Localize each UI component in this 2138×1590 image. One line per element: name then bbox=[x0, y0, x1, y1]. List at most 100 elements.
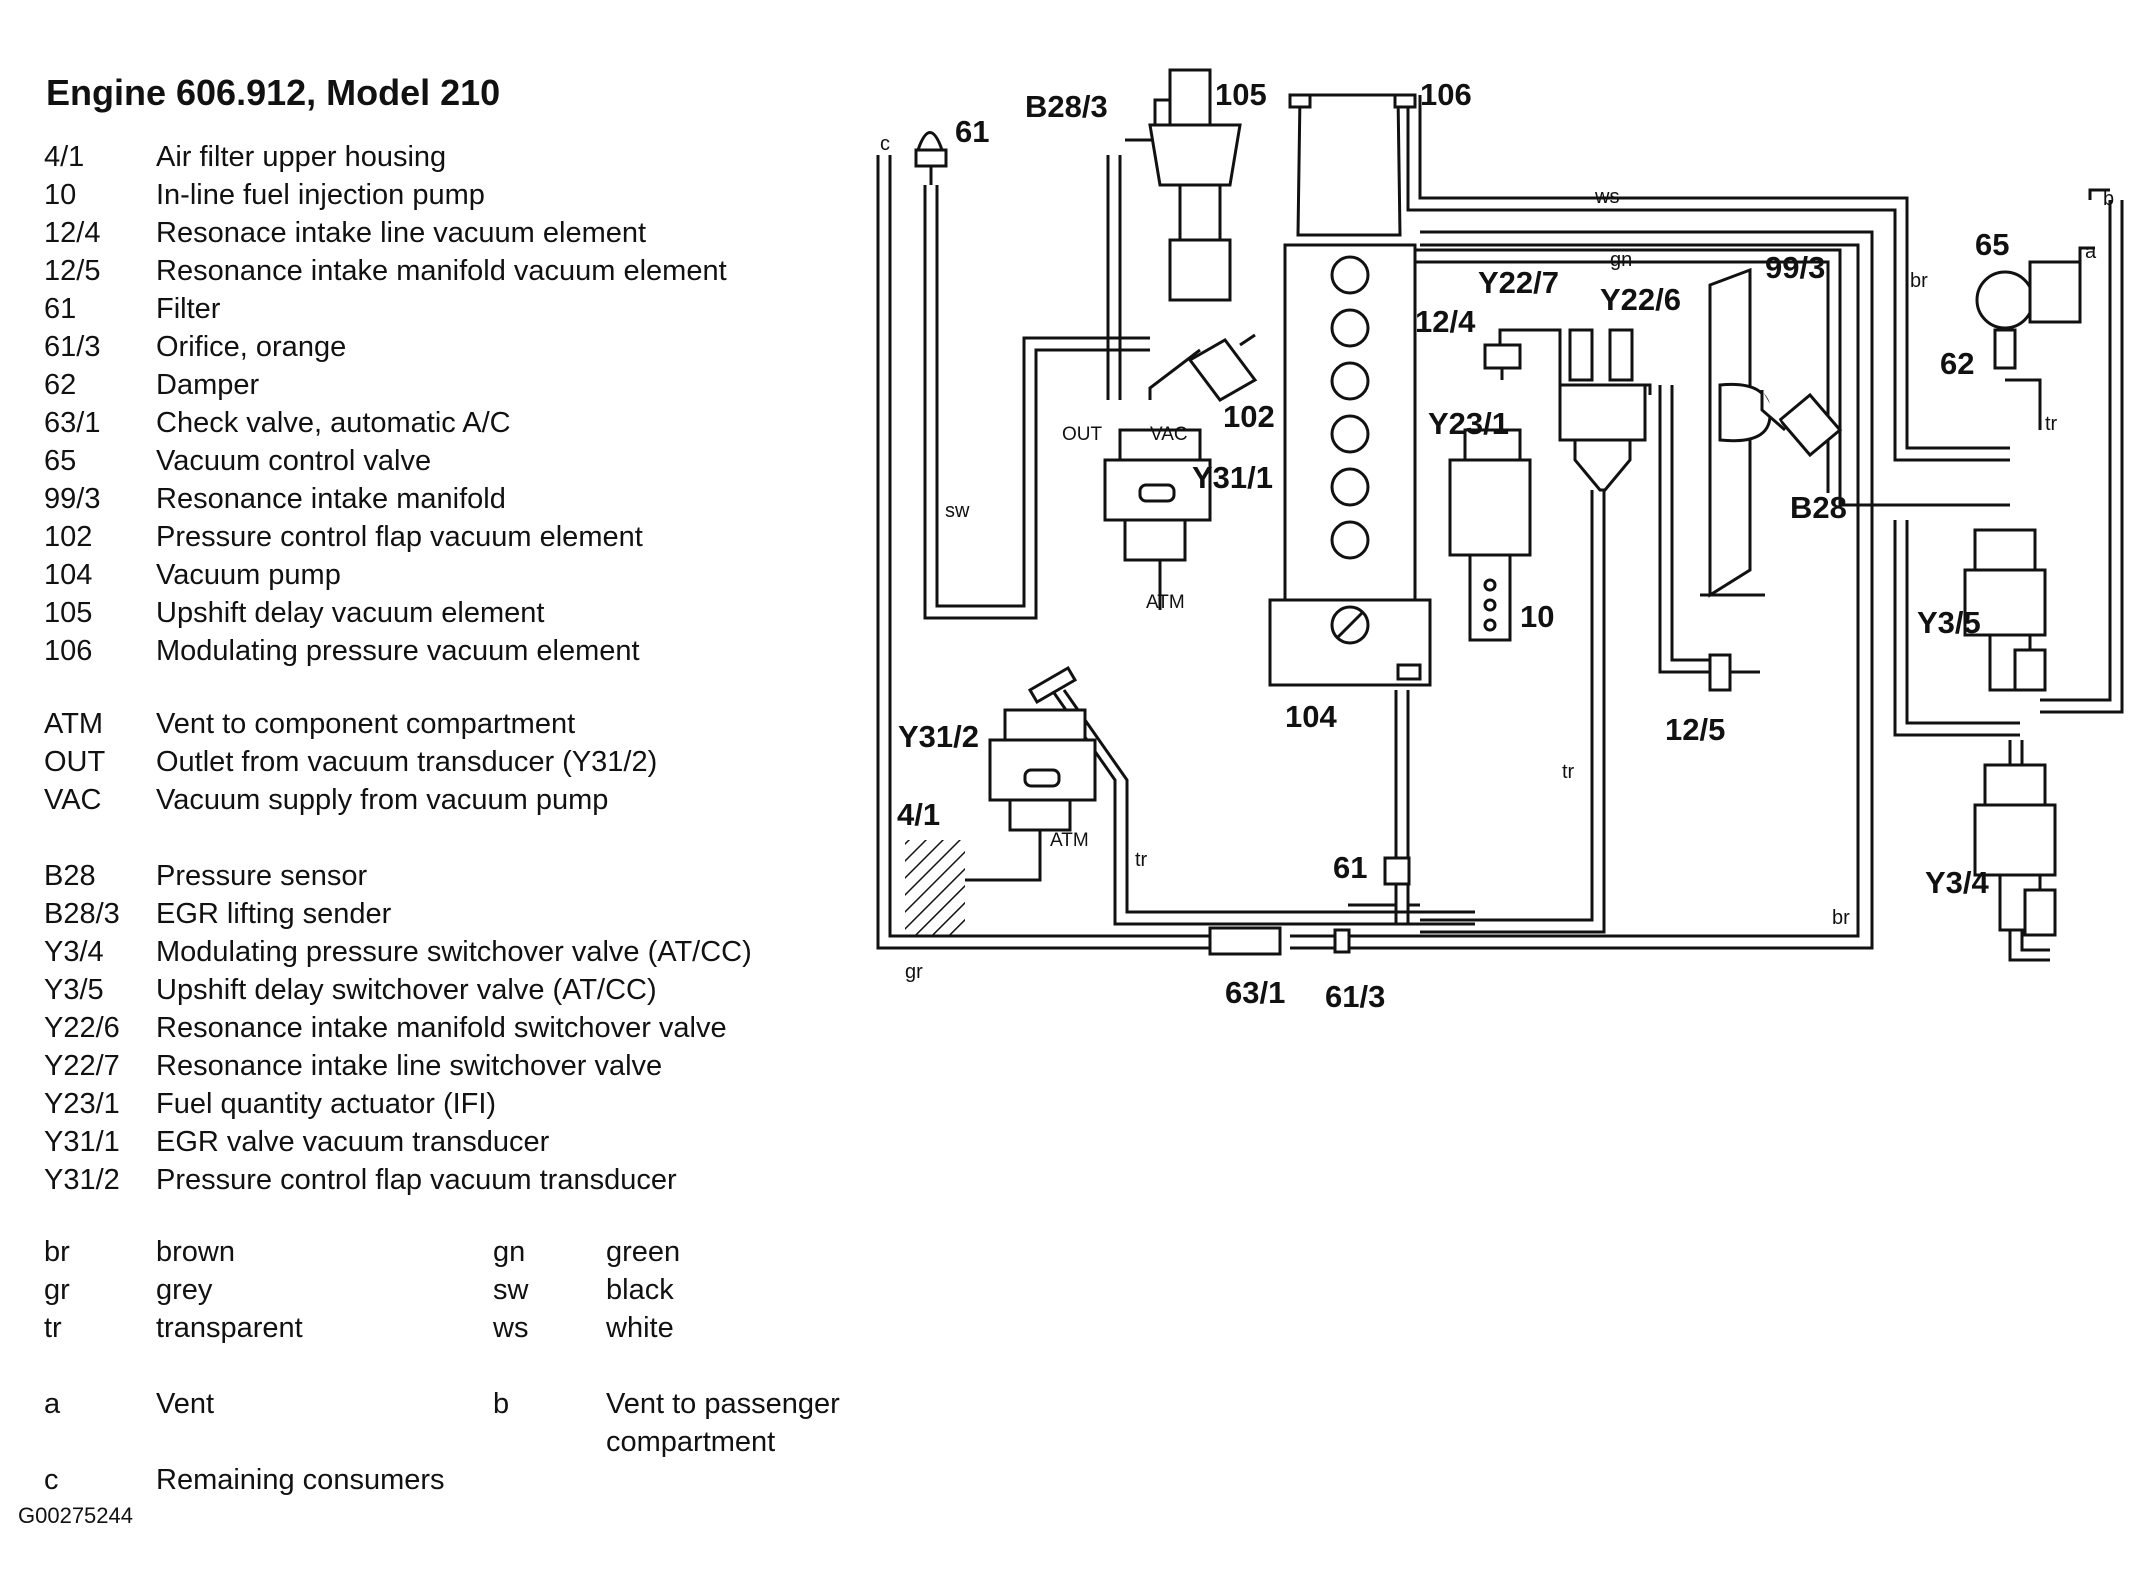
page-title: Engine 606.912, Model 210 bbox=[46, 72, 501, 113]
vacuum-pump-port bbox=[1396, 663, 1422, 681]
label-tr-mid: tr bbox=[1562, 761, 1575, 783]
label-atm-1: ATM bbox=[1146, 592, 1185, 613]
legend-desc: Vent to passenger bbox=[606, 1388, 840, 1420]
label-ws: ws bbox=[1594, 186, 1619, 208]
legend-code: B28/3 bbox=[44, 898, 120, 930]
legend-code: sw bbox=[493, 1274, 529, 1306]
legend-code: 63/1 bbox=[44, 407, 101, 439]
legend-desc: green bbox=[606, 1236, 681, 1268]
label-y3-5: Y3/5 bbox=[1917, 605, 1981, 640]
label-br-top: br bbox=[1910, 270, 1928, 292]
diagram-labels: 61 B28/3 105 106 ws gn Y22/7 Y22/6 99/3 … bbox=[880, 77, 2114, 1014]
legend-code: Y31/1 bbox=[44, 1126, 120, 1158]
legend-desc: black bbox=[606, 1274, 674, 1306]
modulating-pressure-switchover-valve bbox=[1973, 763, 2057, 937]
legend-code: tr bbox=[44, 1312, 62, 1344]
label-y22-6: Y22/6 bbox=[1600, 282, 1681, 317]
pipe-12-5 bbox=[1658, 385, 1710, 674]
upshift-delay-switchover-valve bbox=[1963, 528, 2047, 692]
egr-lifting-sender bbox=[1148, 68, 1242, 302]
legend-desc: Upshift delay vacuum element bbox=[156, 597, 545, 629]
label-65: 65 bbox=[1975, 227, 2009, 262]
legend-code: Y22/6 bbox=[44, 1012, 120, 1044]
legend-code: c bbox=[44, 1464, 59, 1496]
pipe-12-4 bbox=[1498, 328, 1562, 385]
legend-code: 106 bbox=[44, 635, 93, 667]
label-atm-2: ATM bbox=[1050, 830, 1089, 851]
legend-code: 4/1 bbox=[44, 141, 85, 173]
legend-desc: Resonance intake manifold vacuum element bbox=[156, 255, 727, 287]
legend-code: br bbox=[44, 1236, 70, 1268]
legend-desc: transparent bbox=[156, 1312, 303, 1344]
legend-desc: Modulating pressure vacuum element bbox=[156, 635, 640, 667]
legend-desc: EGR valve vacuum transducer bbox=[156, 1126, 550, 1158]
pump-vertical-pipe bbox=[1348, 690, 1420, 925]
label-sw: sw bbox=[945, 500, 970, 522]
legend-desc: compartment bbox=[606, 1426, 776, 1458]
flap-vacuum-transducer bbox=[988, 665, 1097, 832]
figure-id: G00275244 bbox=[18, 1503, 133, 1528]
label-104: 104 bbox=[1285, 699, 1337, 734]
legend-desc: Remaining consumers bbox=[156, 1464, 445, 1496]
label-y31-1: Y31/1 bbox=[1192, 460, 1273, 495]
legend-desc: Pressure control flap vacuum transducer bbox=[156, 1164, 677, 1196]
legend-code: 12/4 bbox=[44, 217, 101, 249]
legend-code: ws bbox=[493, 1312, 529, 1344]
label-b28: B28 bbox=[1790, 490, 1847, 525]
label-102: 102 bbox=[1223, 399, 1275, 434]
label-b: b bbox=[2103, 188, 2114, 210]
legend-desc: Resonance intake manifold switchover val… bbox=[156, 1012, 727, 1044]
label-gn: gn bbox=[1610, 249, 1632, 271]
legend-code: Y22/7 bbox=[44, 1050, 120, 1082]
outer-pipe-loop bbox=[876, 155, 1874, 950]
legend-code: 61 bbox=[44, 293, 77, 325]
label-12-4: 12/4 bbox=[1415, 304, 1476, 339]
legend-code: VAC bbox=[44, 784, 102, 816]
air-filter-housing bbox=[905, 840, 965, 935]
legend-code: Y23/1 bbox=[44, 1088, 120, 1120]
label-tr-right: tr bbox=[2045, 413, 2058, 435]
label-br-bottom: br bbox=[1832, 907, 1850, 929]
pipe-vac bbox=[1148, 348, 1201, 400]
sw-pipe bbox=[923, 185, 1150, 620]
egr-vacuum-transducer bbox=[1103, 428, 1212, 562]
legend-code: 12/5 bbox=[44, 255, 101, 287]
legend-desc: Vacuum control valve bbox=[156, 445, 432, 477]
label-vac: VAC bbox=[1150, 424, 1188, 445]
legend-desc: Resonace intake line vacuum element bbox=[156, 217, 647, 249]
ws-pipe bbox=[1406, 95, 2010, 462]
legend-code: gr bbox=[44, 1274, 70, 1306]
resonance-intake-manifold bbox=[1700, 267, 1772, 598]
vent-b bbox=[2088, 188, 2110, 200]
y22-tr-pipe bbox=[1420, 490, 1606, 934]
legend-desc: Orifice, orange bbox=[156, 331, 347, 363]
label-62: 62 bbox=[1940, 346, 1974, 381]
legend-desc: Damper bbox=[156, 369, 260, 401]
legend-code: 105 bbox=[44, 597, 93, 629]
legend-code: gn bbox=[493, 1236, 526, 1268]
legend-code: 99/3 bbox=[44, 483, 101, 515]
atm-vent-y31-2 bbox=[965, 820, 1042, 882]
legend-desc: Modulating pressure switchover valve (AT… bbox=[156, 936, 752, 968]
legend-desc: EGR lifting sender bbox=[156, 898, 392, 930]
legend-desc: Vacuum supply from vacuum pump bbox=[156, 784, 609, 816]
legend-code: Y3/4 bbox=[44, 936, 104, 968]
label-tr-left: tr bbox=[1135, 849, 1148, 871]
legend-code: a bbox=[44, 1388, 61, 1420]
legend-code: ATM bbox=[44, 708, 104, 740]
legend-desc: Vent to component compartment bbox=[156, 708, 576, 740]
legend-desc: Air filter upper housing bbox=[156, 141, 447, 173]
legend-desc: Vent bbox=[156, 1388, 215, 1420]
legend-code: 104 bbox=[44, 559, 93, 591]
label-gr: gr bbox=[905, 961, 923, 983]
legend-code: 10 bbox=[44, 179, 77, 211]
legend-code: 65 bbox=[44, 445, 77, 477]
label-106: 106 bbox=[1420, 77, 1472, 112]
label-c: c bbox=[880, 133, 890, 155]
legend-code: B28 bbox=[44, 860, 96, 892]
resonance-manifold-vacuum-element bbox=[1708, 653, 1760, 692]
legend-code: Y31/2 bbox=[44, 1164, 120, 1196]
label-99-3: 99/3 bbox=[1765, 250, 1825, 285]
legend-code: 61/3 bbox=[44, 331, 101, 363]
